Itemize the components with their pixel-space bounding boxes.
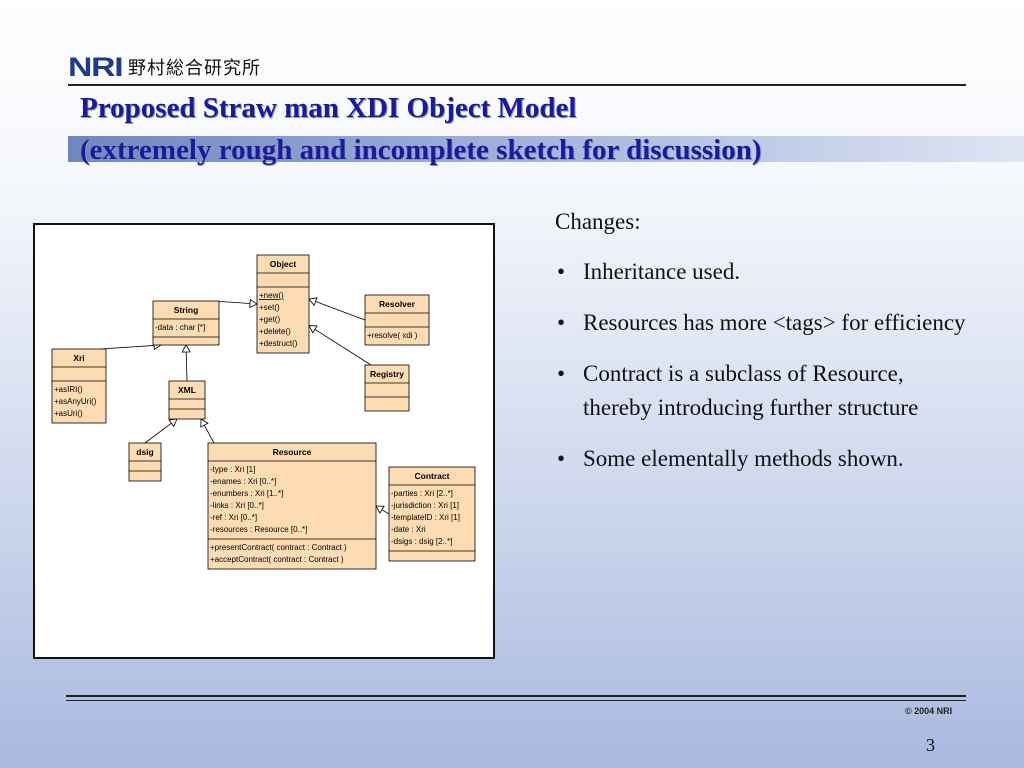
page-number: 3	[926, 735, 935, 755]
uml-class-object: Object +new() +set() +get() +delete() +destru…	[256, 254, 310, 354]
class-operation: +destruct()	[259, 339, 298, 348]
uml-class-string: String -data : char [*]	[152, 300, 220, 346]
uml-class-xri: Xri +asIRI() +asAnyUri() +asUri()	[51, 348, 107, 424]
footer-rule	[66, 695, 966, 697]
class-operation: +get()	[259, 315, 280, 324]
generalization-arrow	[200, 418, 215, 444]
changes-list: •Inheritance used. •Resources has more <…	[555, 255, 975, 476]
class-operation: +resolve( xdi )	[367, 331, 418, 340]
class-box	[168, 380, 206, 420]
class-attribute: -type : Xri [1]	[210, 465, 255, 474]
footer-rule-thin	[66, 700, 966, 701]
uml-class-contract: Contract -parties : Xri [2..*] -jurisdicti…	[388, 466, 476, 562]
class-operation: +acceptContract( contract : Contract )	[210, 555, 344, 564]
uml-class-xml: XML	[168, 380, 206, 420]
changes-list-item: •Resources has more <tags> for efficienc…	[555, 306, 975, 340]
class-operation: +asIRI()	[54, 385, 83, 394]
class-attribute: -enumbers : Xri [1..*]	[210, 489, 283, 498]
class-attribute: -links : Xri [0..*]	[210, 501, 264, 510]
arrow-line	[99, 345, 155, 350]
generalization-arrow	[181, 344, 191, 382]
slide-subtitle: (extremely rough and incomplete sketch f…	[80, 134, 762, 166]
slide-title: Proposed Straw man XDI Object Model	[80, 92, 577, 124]
class-operation: +set()	[259, 303, 280, 312]
bullet-icon: •	[557, 361, 566, 386]
class-operation: +asUri()	[54, 409, 83, 418]
class-name: Xri	[73, 353, 84, 363]
generalization-arrow	[212, 298, 258, 309]
class-attribute: -resources : Resource [0..*]	[210, 525, 307, 534]
class-attribute: -enames : Xri [0..*]	[210, 477, 276, 486]
class-box	[364, 364, 410, 412]
generalization-arrow	[308, 297, 366, 321]
class-attribute: -dsigs : dsig [2..*]	[391, 537, 452, 546]
class-operation: +presentContract( contract : Contract )	[210, 543, 347, 552]
uml-diagram-frame: Object +new() +set() +get() +delete() +destru…	[33, 223, 495, 659]
class-attribute: -date : Xri	[391, 525, 426, 534]
header-rule	[68, 84, 966, 86]
class-attribute: -templateID : Xri [1]	[391, 513, 460, 522]
changes-list-item: •Inheritance used.	[555, 255, 975, 289]
logo-company-name: 野村総合研究所	[128, 58, 261, 79]
class-operation: +new()	[259, 291, 284, 300]
class-name: Contract	[415, 471, 450, 481]
class-attribute: -ref : Xri [0..*]	[210, 513, 257, 522]
uml-class-diagram: Object +new() +set() +get() +delete() +destru…	[51, 254, 476, 570]
arrow-line	[314, 328, 372, 366]
class-box	[152, 300, 220, 346]
logo-mark: NRI	[68, 51, 124, 82]
class-operation: +delete()	[259, 327, 291, 336]
arrow-line	[381, 509, 390, 515]
hollow-triangle-icon	[375, 505, 385, 514]
class-box	[256, 254, 310, 354]
arrow-line	[185, 351, 188, 382]
hollow-triangle-icon	[249, 298, 258, 309]
hollow-triangle-icon	[200, 418, 209, 428]
hollow-triangle-icon	[308, 325, 318, 334]
class-name: Object	[270, 259, 297, 269]
bullet-icon: •	[557, 446, 566, 471]
uml-class-dsig: dsig	[128, 442, 162, 482]
hollow-triangle-icon	[308, 297, 318, 307]
class-box	[207, 442, 377, 570]
changes-list-item: •Some elementally methods shown.	[555, 442, 975, 476]
class-name: XML	[178, 385, 196, 395]
class-box	[388, 466, 476, 562]
changes-panel: Changes: •Inheritance used. •Resources h…	[555, 205, 975, 493]
hollow-triangle-icon	[181, 344, 191, 353]
class-name: Registry	[370, 369, 404, 379]
arrow-line	[144, 422, 172, 444]
generalization-arrow	[144, 418, 178, 444]
generalization-arrow	[375, 505, 390, 515]
class-attribute: -data : char [*]	[155, 323, 205, 332]
class-operation: +asAnyUri()	[54, 397, 97, 406]
changes-list-item: •Contract is a subclass of Resource, the…	[555, 357, 975, 425]
title-band	[68, 136, 1024, 162]
copyright-notice: © 2004 NRI	[905, 706, 953, 716]
class-name: Resolver	[379, 299, 416, 309]
arrow-line	[203, 424, 215, 444]
class-box	[51, 348, 107, 424]
nri-logo: NRI 野村総合研究所	[68, 51, 261, 82]
class-name: Resource	[273, 447, 312, 457]
uml-class-registry: Registry	[364, 364, 410, 412]
changes-heading: Changes:	[555, 209, 641, 234]
generalization-arrow	[99, 340, 162, 351]
class-attribute: -jurisdiction : Xri [1]	[391, 501, 459, 510]
class-attribute: -parties : Xri [2..*]	[391, 489, 453, 498]
class-box	[364, 294, 430, 346]
generalization-arrow	[308, 325, 372, 366]
class-box	[128, 442, 162, 482]
arrow-line	[315, 301, 366, 321]
hollow-triangle-icon	[168, 418, 178, 428]
uml-class-resolver: Resolver +resolve( xdi )	[364, 294, 430, 346]
bullet-icon: •	[557, 259, 566, 284]
uml-class-resource: Resource -type : Xri [1] -enames : Xri [0.…	[207, 442, 377, 570]
class-name: dsig	[136, 447, 153, 457]
class-name: String	[174, 305, 199, 315]
bullet-icon: •	[557, 310, 566, 335]
